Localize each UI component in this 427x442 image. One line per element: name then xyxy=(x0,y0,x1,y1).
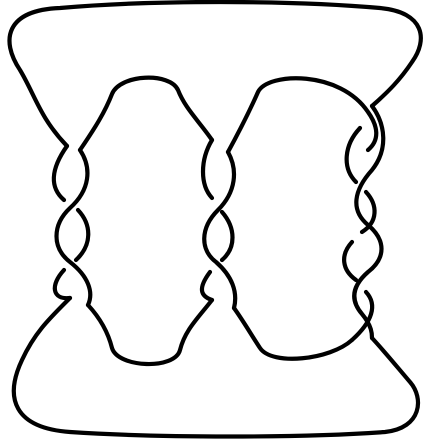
left-band-strand-b xyxy=(57,150,91,305)
middle-band-strand-a2 xyxy=(222,212,233,260)
inner-right-loop-bottom xyxy=(234,308,352,359)
inner-left-loop-top xyxy=(80,78,212,150)
left-band-strand-a xyxy=(54,146,67,200)
top-outer-arc xyxy=(9,2,420,146)
right-band-strand-b xyxy=(354,106,383,338)
inner-left-loop-bottom xyxy=(88,300,212,364)
left-band-strand-a3 xyxy=(55,270,70,298)
left-band-strand-a2 xyxy=(76,210,88,260)
middle-band-strand-a3 xyxy=(202,272,212,300)
bottom-outer-arc xyxy=(14,298,418,437)
middle-band-strand-a xyxy=(203,140,212,198)
right-band-strand-a3 xyxy=(344,242,356,280)
right-band-strand-a xyxy=(347,128,360,182)
inner-right-loop-top xyxy=(228,78,376,152)
